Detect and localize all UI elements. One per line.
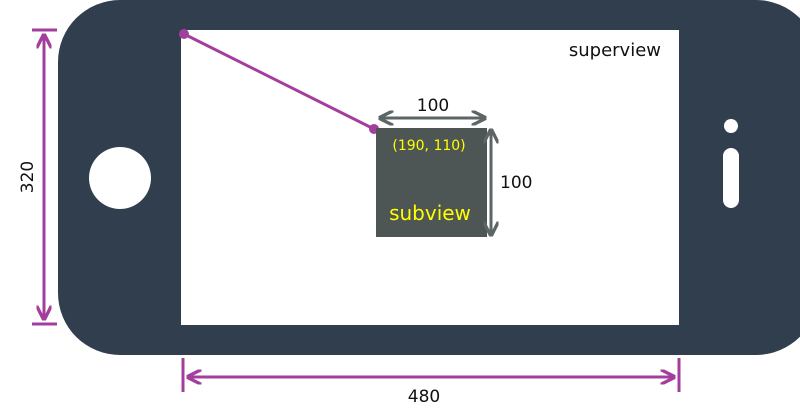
screen-origin-dot [179, 29, 189, 39]
origin-connector-line [183, 32, 375, 131]
superview-label: superview [569, 40, 661, 61]
subview-origin-label: (190, 110) [392, 138, 465, 154]
subview-width-label: 100 [417, 96, 449, 116]
subview [376, 128, 487, 237]
subview-height-label: 100 [500, 173, 532, 193]
screen-width-label: 480 [408, 387, 440, 407]
speaker-icon [723, 119, 739, 208]
home-button-icon [89, 147, 151, 209]
subview-label: subview [389, 201, 471, 225]
screen-height-label: 320 [18, 161, 38, 193]
